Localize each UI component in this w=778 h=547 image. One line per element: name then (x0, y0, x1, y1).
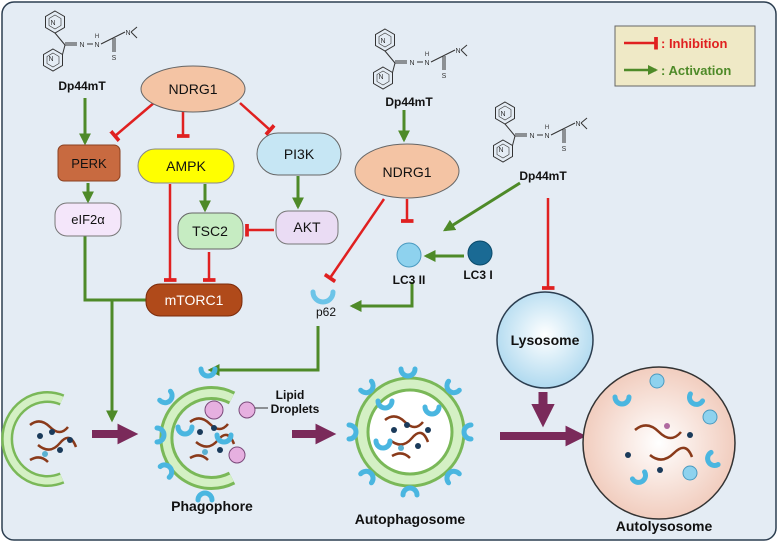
node-pi3k-label: PI3K (284, 146, 315, 162)
node-ampk: AMPK (137, 148, 235, 184)
stage-label-phagophore: Phagophore (171, 498, 253, 514)
drug-structure-2: Dp44mT (373, 28, 468, 109)
node-akt: AKT (275, 210, 339, 245)
arrow-p62-phagophore (207, 326, 320, 376)
drug-label-3: Dp44mT (519, 169, 567, 183)
node-mtorc1: mTORC1 (145, 283, 243, 317)
node-tsc2: TSC2 (177, 212, 244, 250)
node-lc3i: LC3 I (463, 240, 493, 282)
node-perk-label: PERK (71, 156, 107, 171)
stage-autolysosome: Autolysosome (582, 366, 736, 534)
node-p62: p62 (310, 289, 336, 319)
node-p62-label: p62 (316, 305, 336, 319)
drug-structure-1: Dp44mT (43, 10, 138, 93)
drug-structure-3: Dp44mT (493, 101, 588, 183)
connector-eif2a (83, 236, 146, 302)
node-eif2a-label: eIF2α (71, 212, 105, 227)
node-perk: PERK (57, 144, 121, 182)
node-lysosome: Lysosome (496, 291, 594, 389)
inhibit-ndrg1-pi3k (239, 102, 270, 130)
node-lc3ii-label: LC3 II (393, 273, 426, 287)
drug-label-2: Dp44mT (385, 95, 433, 109)
node-ampk-label: AMPK (166, 158, 206, 174)
arrow-lc3ii-p62 (349, 282, 414, 312)
node-ndrg1-mid: NDRG1 (354, 143, 460, 199)
arrow-dp44mt-lc3ii (442, 181, 521, 232)
node-ndrg1-top-label: NDRG1 (168, 81, 217, 97)
stage-label-autophagosome: Autophagosome (355, 511, 466, 527)
lipid-droplets-label-line1: Lipid (276, 388, 305, 402)
node-lysosome-label: Lysosome (511, 332, 580, 348)
node-ndrg1-mid-label: NDRG1 (382, 164, 431, 180)
node-pi3k: PI3K (256, 132, 342, 176)
inhibit-ndrg1-perk (115, 101, 156, 136)
drug-label-1: Dp44mT (58, 79, 106, 93)
node-akt-label: AKT (293, 219, 321, 235)
stage-autophagosome: Autophagosome (349, 369, 471, 527)
inhibit-ndrg1-p62 (330, 198, 386, 278)
node-mtorc1-label: mTORC1 (165, 292, 224, 308)
node-tsc2-label: TSC2 (192, 223, 228, 239)
lipid-droplets-label-line2: Droplets (271, 402, 320, 416)
legend-activation-label: : Activation (661, 63, 731, 78)
node-lc3ii: LC3 II (393, 242, 426, 287)
legend: : Inhibition : Activation (614, 25, 756, 87)
node-ndrg1-top: NDRG1 (140, 65, 246, 113)
stage-phagophore: Lipid Droplets Phagophore (157, 369, 320, 514)
stage-label-autolysosome: Autolysosome (616, 518, 713, 534)
stage-early-phagophore (1, 391, 78, 487)
node-lc3i-label: LC3 I (463, 268, 492, 282)
legend-inhibition-label: : Inhibition (661, 36, 727, 51)
node-eif2a: eIF2α (54, 202, 122, 237)
